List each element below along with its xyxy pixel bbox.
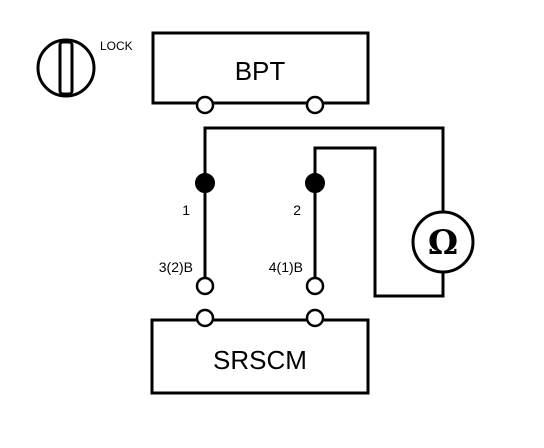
srscm-terminal-left	[195, 308, 215, 328]
connector-terminal-left	[195, 276, 215, 296]
bpt-terminal-left	[195, 95, 215, 115]
srscm-terminal-right	[305, 308, 325, 328]
ignition-key-icon	[36, 38, 96, 98]
terminal-left-label: 3(2)B	[159, 259, 193, 275]
srscm-box	[150, 318, 370, 395]
probe-pin-1	[195, 173, 215, 193]
bpt-terminal-right	[305, 95, 325, 115]
bpt-box	[151, 31, 370, 105]
pin1-label: 1	[182, 202, 190, 218]
probe-pin-2	[305, 173, 325, 193]
wire-pin2-to-meter	[313, 146, 445, 298]
ohmmeter-icon	[411, 210, 475, 274]
wire-pin1-to-meter	[203, 126, 445, 212]
pin2-label: 2	[293, 202, 301, 218]
connector-terminal-right	[305, 276, 325, 296]
lock-label: LOCK	[100, 39, 133, 53]
ohmmeter-symbol: Ω	[428, 223, 458, 263]
srscm-label: SRSCM	[213, 345, 307, 375]
terminal-right-label: 4(1)B	[269, 259, 303, 275]
bpt-label: BPT	[235, 56, 286, 86]
